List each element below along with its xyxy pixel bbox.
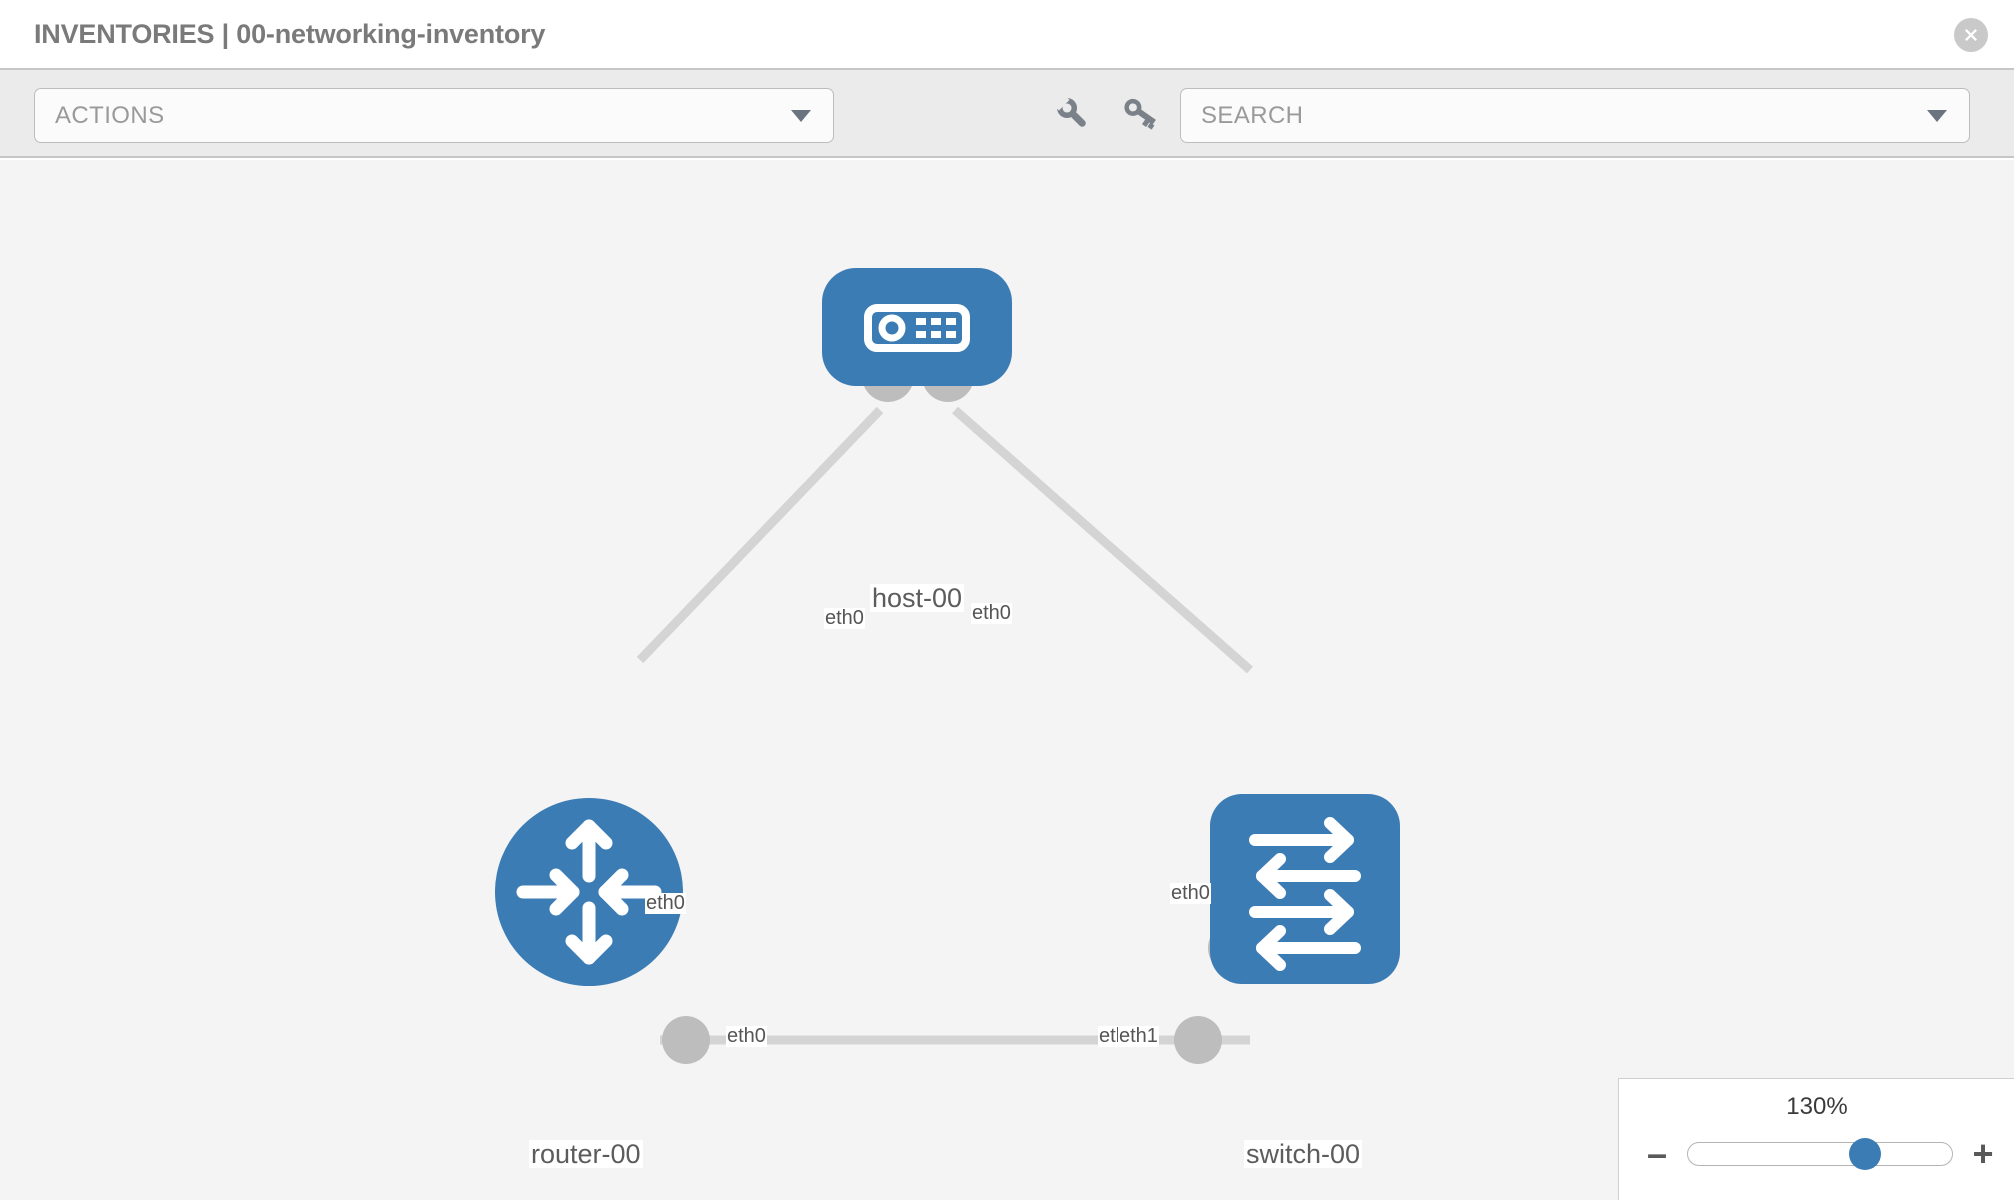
server-icon [864, 304, 970, 352]
topology-canvas[interactable]: host-00 router-00 switch-00 eth0 eth0 et… [0, 160, 2014, 1200]
connector-switch-left [1174, 1016, 1222, 1064]
edge-label-switch-eth0-up: eth0 [1170, 882, 1211, 904]
zoom-level-value: 130% [1786, 1093, 1848, 1120]
search-input[interactable]: SEARCH [1180, 88, 1970, 143]
close-icon[interactable] [1954, 18, 1988, 52]
edge-label-router-eth0: eth0 [726, 1025, 767, 1047]
wrench-icon[interactable] [1050, 91, 1094, 135]
node-switch-00[interactable] [1210, 794, 1400, 984]
actions-dropdown-label: ACTIONS [55, 101, 165, 129]
page-header: INVENTORIES | 00-networking-inventory [0, 0, 2014, 68]
link-host-switch [952, 406, 1253, 674]
zoom-control-panel: 130% – + [1618, 1078, 2014, 1200]
topology-links [636, 406, 1253, 1045]
node-label-switch: switch-00 [1244, 1139, 1363, 1169]
topology-connectors [662, 350, 1260, 1064]
node-router-00[interactable] [495, 798, 683, 986]
search-placeholder: SEARCH [1201, 101, 1304, 129]
node-label-router: router-00 [529, 1139, 643, 1169]
switch-icon [1249, 817, 1361, 971]
connector-router-right [662, 1016, 710, 1064]
page-title: INVENTORIES | 00-networking-inventory [34, 18, 546, 49]
edge-label-router-eth0-up: eth0 [645, 892, 686, 914]
chevron-down-icon[interactable] [1927, 109, 1947, 122]
link-router-host [636, 406, 884, 664]
zoom-slider-track[interactable] [1687, 1138, 1953, 1170]
zoom-in-button[interactable]: + [1972, 1133, 1994, 1174]
zoom-slider-row: – + [1619, 1131, 2014, 1177]
edge-label-switch-eth1: eth1 [1118, 1025, 1159, 1047]
topology-graph [495, 268, 1400, 1064]
zoom-out-button[interactable]: – [1646, 1133, 1668, 1174]
router-icon [516, 819, 662, 965]
toolbar: ACTIONS SEARCH [0, 68, 2014, 158]
chevron-down-icon [791, 109, 811, 122]
zoom-slider-thumb[interactable] [1848, 1138, 1881, 1170]
edge-label-host-eth0-left: eth0 [824, 607, 865, 629]
node-label-host: host-00 [870, 583, 965, 613]
actions-dropdown[interactable]: ACTIONS [34, 88, 834, 143]
edge-label-host-eth0-right: eth0 [971, 602, 1012, 624]
key-icon[interactable] [1118, 91, 1162, 135]
node-host-00[interactable] [822, 268, 1012, 386]
